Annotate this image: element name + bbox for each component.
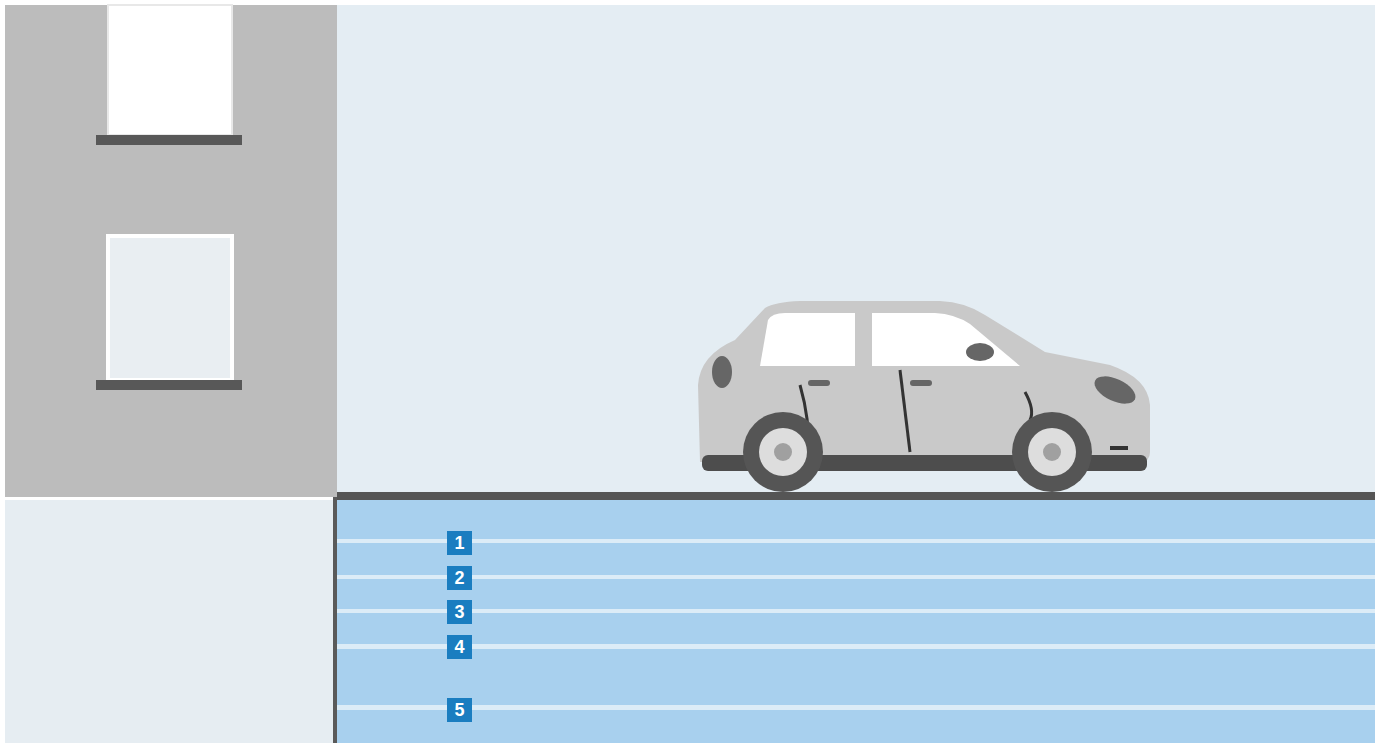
car-trim [1110,446,1128,450]
car-headlight [1090,371,1139,410]
car-rim [1028,428,1076,476]
callout-number: 4 [447,635,472,659]
wall-edge [333,497,337,743]
layer-line [337,644,1375,649]
callout-number: 1 [447,531,472,555]
car-handle [910,380,932,386]
car-door-line [900,370,910,452]
car-rim [759,428,807,476]
layer-line [337,609,1375,613]
window-sill [96,380,242,390]
callout-number: 2 [447,566,472,590]
ground-section [5,500,333,743]
car-wheel [743,412,823,492]
car-handle [808,380,830,386]
window [108,5,232,135]
car-door-line [1025,392,1032,420]
layer-line [337,539,1375,543]
window-sill [96,135,242,145]
car-window [872,313,1020,366]
car-taillight [712,356,732,388]
building-wall [5,5,337,497]
car-mirror [966,343,994,361]
car-hub [1043,443,1061,461]
car-hub [774,443,792,461]
callout-number: 5 [447,698,472,722]
pavement-layers [337,500,1375,743]
road-surface [337,492,1375,500]
car-wheel [1012,412,1092,492]
car-window [760,313,855,366]
sky [337,5,1375,495]
layer-line [337,575,1375,579]
callout-number: 3 [447,600,472,624]
car [698,301,1150,492]
window [108,236,232,380]
layer-line [337,705,1375,710]
